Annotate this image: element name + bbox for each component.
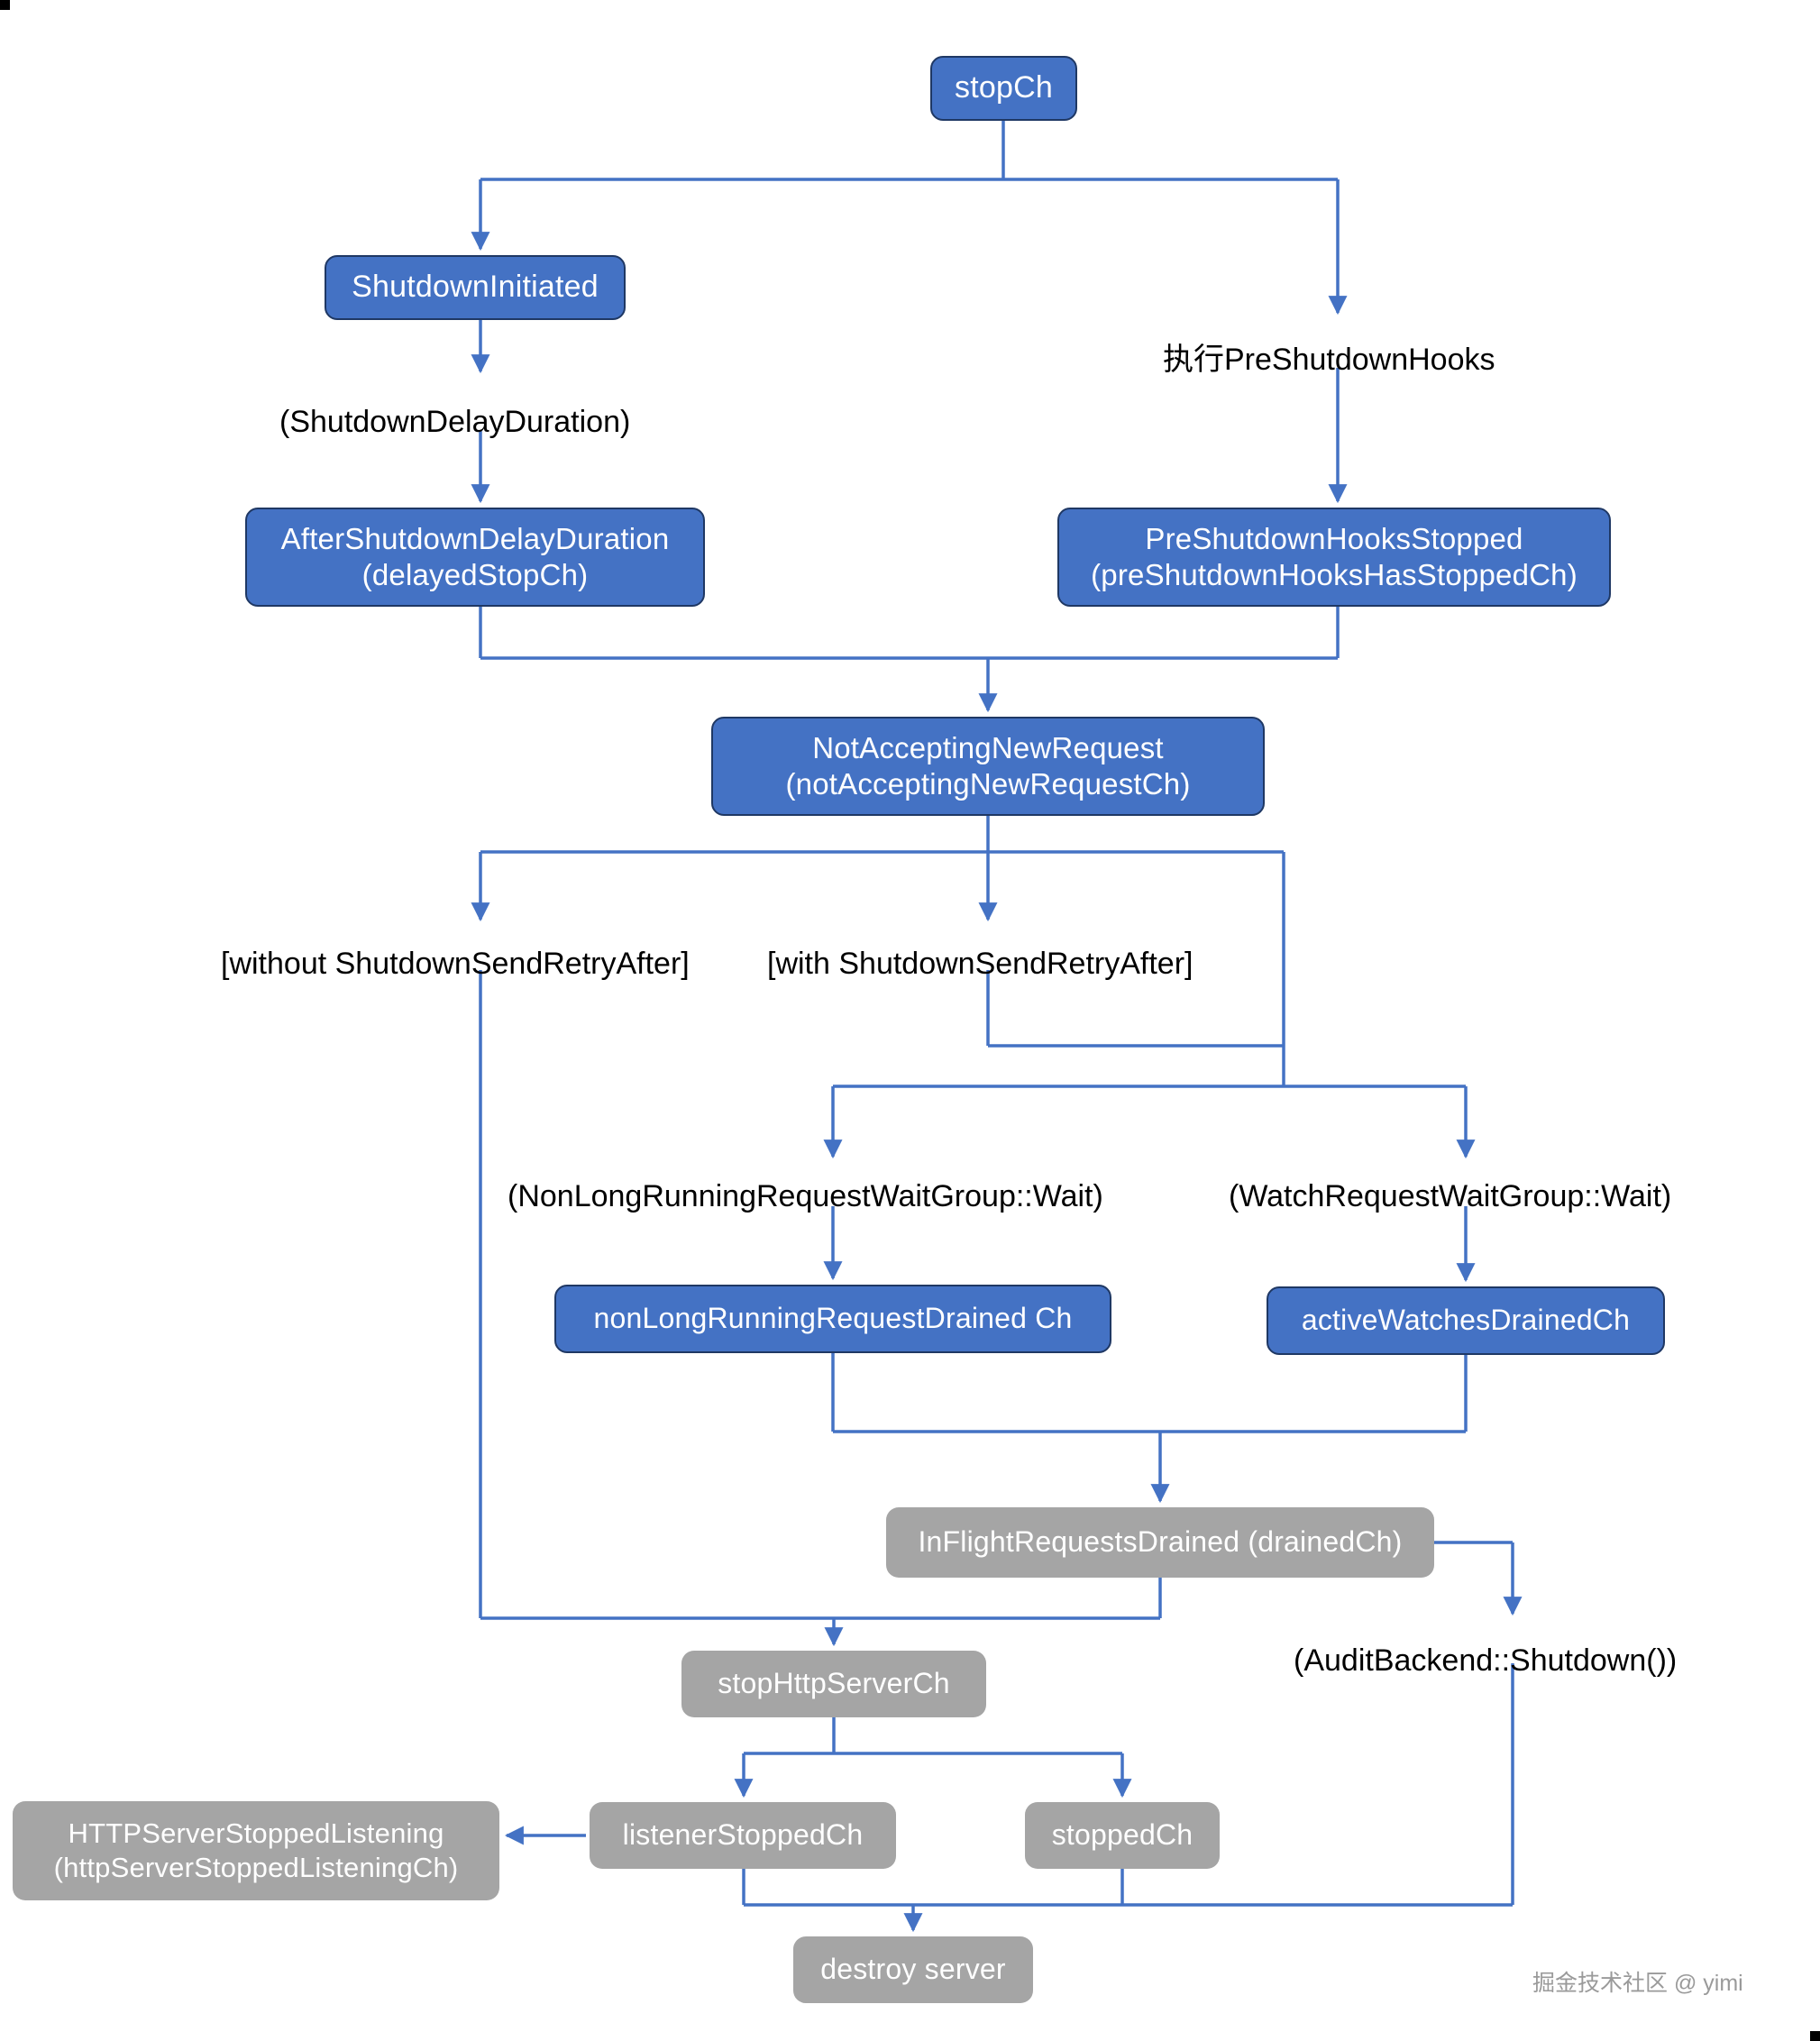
edge-label-exec-preshutdownhooks: 执行PreShutdownHooks — [1163, 343, 1495, 377]
edge-label-with-shutdownsendretryafter: [with ShutdownSendRetryAfter] — [767, 947, 1194, 981]
node-stopch[interactable]: stopCh — [930, 56, 1077, 121]
node-stoppedch[interactable]: stoppedCh — [1025, 1802, 1220, 1869]
node-inflightrequestsdrained[interactable]: InFlightRequestsDrained (drainedCh) — [886, 1507, 1434, 1578]
node-httpserverstoppedlistening[interactable]: HTTPServerStoppedListening (httpServerSt… — [13, 1801, 499, 1900]
node-aftershutdowndelayduration[interactable]: AfterShutdownDelayDuration (delayedStopC… — [245, 508, 705, 607]
edge-label-watchrequestwaitgroup-wait: (WatchRequestWaitGroup::Wait) — [1229, 1179, 1672, 1213]
node-listenerstoppedch[interactable]: listenerStoppedCh — [590, 1802, 896, 1869]
watermark: 掘金技术社区 @ yimi — [1532, 1971, 1743, 1996]
edge-label-without-shutdownsendretryafter: [without ShutdownSendRetryAfter] — [221, 947, 690, 981]
edge-label-nonlongrunningrequestwaitgroup-wait: (NonLongRunningRequestWaitGroup::Wait) — [508, 1179, 1103, 1213]
corner-mark-top-left — [0, 0, 10, 10]
edge-label-auditbackend-shutdown: (AuditBackend::Shutdown()) — [1294, 1643, 1678, 1678]
node-destroyserver[interactable]: destroy server — [793, 1936, 1033, 2003]
node-preshutdownhooksstopped[interactable]: PreShutdownHooksStopped (preShutdownHook… — [1057, 508, 1611, 607]
node-notacceptingnewrequest[interactable]: NotAcceptingNewRequest (notAcceptingNewR… — [711, 717, 1265, 816]
node-stophttpserverch[interactable]: stopHttpServerCh — [681, 1651, 986, 1717]
node-nonlongrunningrequestdrainedch[interactable]: nonLongRunningRequestDrained Ch — [554, 1285, 1111, 1353]
node-shutdowninitiated[interactable]: ShutdownInitiated — [325, 255, 626, 320]
node-activewatchesdrainedch[interactable]: activeWatchesDrainedCh — [1267, 1286, 1665, 1355]
edge-label-shutdowndelayduration: (ShutdownDelayDuration) — [279, 405, 631, 439]
corner-mark-bottom-right — [1810, 2031, 1820, 2041]
